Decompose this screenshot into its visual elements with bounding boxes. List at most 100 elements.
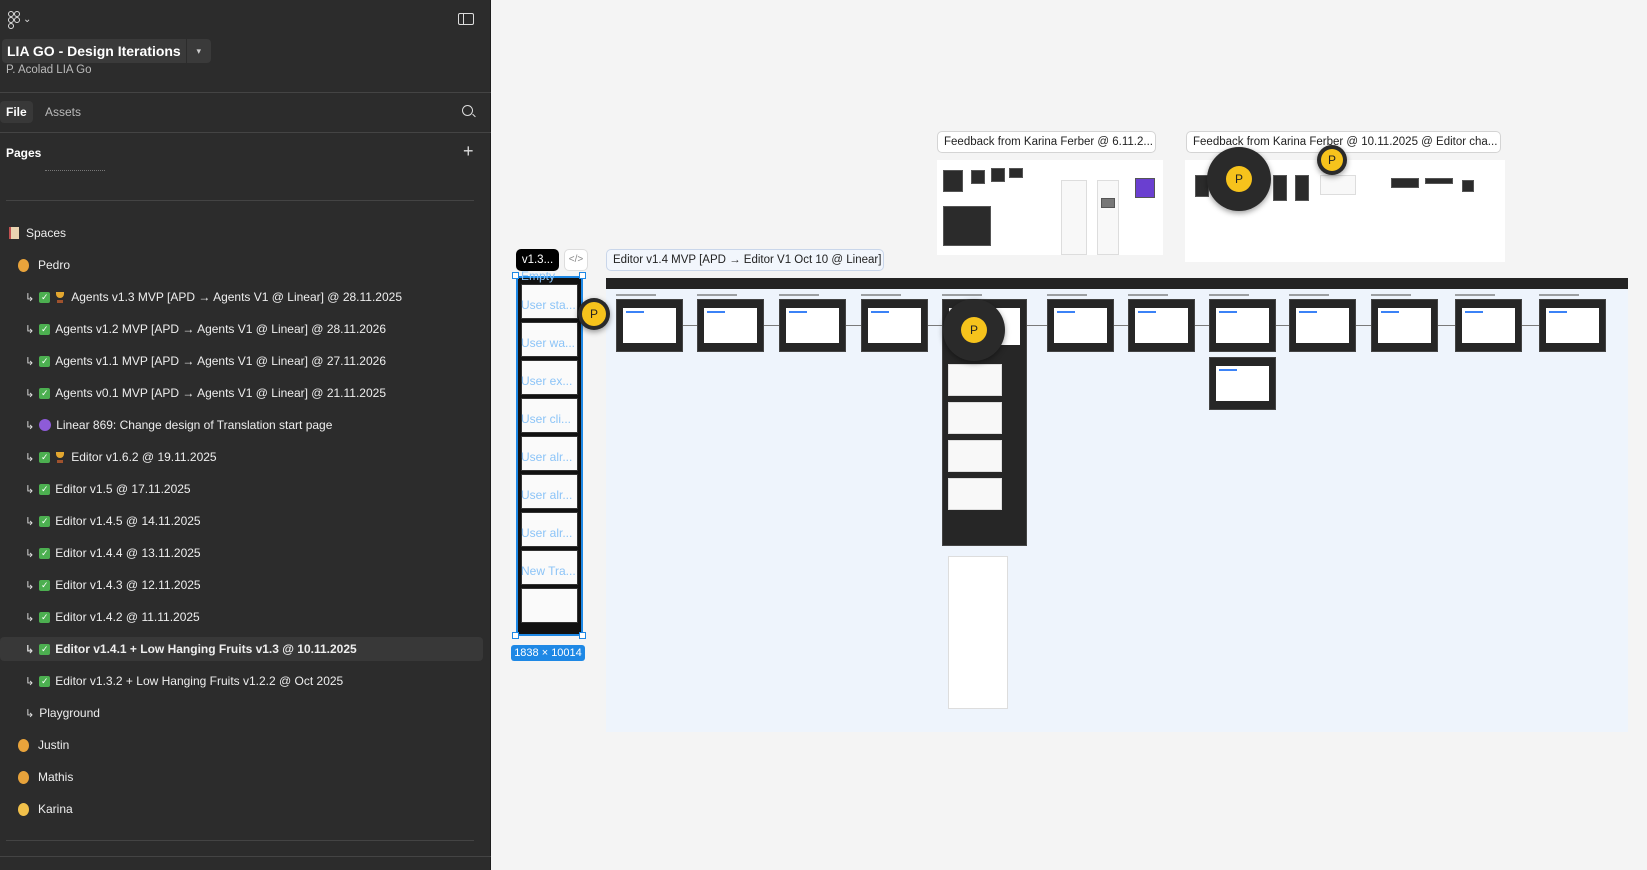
checkmark-icon: ✓ [39,643,51,655]
resize-handle[interactable] [512,632,519,639]
flow-connector [1195,325,1209,326]
subpage-arrow-icon: ↳ [25,291,35,304]
page-item[interactable]: ↳✓Agents v1.1 MVP [APD → Agents V1 @ Lin… [0,349,483,373]
subpage-arrow-icon: ↳ [25,579,35,592]
flow-screen-frame[interactable] [1289,299,1356,352]
search-icon[interactable] [462,105,473,116]
frame-stack[interactable] [948,556,1008,709]
flow-screen-frame[interactable] [697,299,764,352]
page-item[interactable]: Mathis [0,765,483,789]
file-title[interactable]: LIA GO - Design Iterations [2,39,187,63]
page-item-label: Agents v1.1 MVP [APD → Agents V1 @ Linea… [55,354,386,368]
screen-thumbnail[interactable] [521,322,578,357]
editor-flow-section[interactable] [606,278,1628,732]
collaborator-cursor-avatar[interactable]: P [1317,145,1347,175]
page-item[interactable]: ↳Playground [0,701,483,725]
frame-name-label: User alr... [521,526,573,540]
collaborator-cursor-avatar[interactable]: P [578,298,610,330]
page-item[interactable]: Justin [0,733,483,757]
file-title-box[interactable]: LIA GO - Design Iterations ▾ [2,39,211,63]
page-item-label: Editor v1.4.4 @ 13.11.2025 [55,546,201,560]
flow-screen-frame[interactable] [948,440,1002,472]
linear-icon [39,419,52,431]
page-item-label: Playground [39,706,100,720]
page-item[interactable]: ↳✓Editor v1.4.1 + Low Hanging Fruits v1.… [0,637,483,661]
toggle-sidebar-icon[interactable] [458,13,474,25]
person-blond-icon [18,802,29,816]
add-page-icon[interactable]: + [463,141,474,161]
flow-screen-frame[interactable] [948,402,1002,434]
frame-name-label: New Tra... [521,564,576,578]
project-name[interactable]: P. Acolad LIA Go [6,64,92,76]
collaborator-cursor-avatar[interactable]: P [943,299,1005,361]
resize-handle[interactable] [512,272,519,279]
flow-screen-frame[interactable] [1209,299,1276,352]
screen-thumbnail[interactable] [521,360,578,395]
page-item[interactable]: ↳✓Agents v0.1 MVP [APD → Agents V1 @ Lin… [0,381,483,405]
frame-name-label: User wa... [521,336,576,350]
page-item[interactable]: ↳✓Editor v1.4.5 @ 14.11.2025 [0,509,483,533]
collaborator-cursor-avatar[interactable]: P [1207,147,1271,211]
screen-thumbnail[interactable] [521,512,578,547]
feedback-frame-1[interactable] [937,160,1163,255]
page-item[interactable]: ↳✓Editor v1.4.4 @ 13.11.2025 [0,541,483,565]
page-item[interactable]: Karina [0,797,483,821]
selected-frame-name[interactable]: v1.3... [516,249,559,271]
frame-label-feedback-1[interactable]: Feedback from Karina Ferber @ 6.11.2... [937,131,1156,153]
checkmark-icon: ✓ [39,451,51,463]
screen-thumbnail[interactable] [521,398,578,433]
notebook-icon [9,227,19,239]
flow-screen-frame[interactable] [1209,357,1276,410]
frame-label-feedback-2[interactable]: Feedback from Karina Ferber @ 10.11.2025… [1186,131,1501,153]
page-item[interactable]: ↳✓Editor v1.4.3 @ 12.11.2025 [0,573,483,597]
flow-screen-frame[interactable] [1539,299,1606,352]
page-item[interactable]: ↳✓Agents v1.3 MVP [APD → Agents V1 @ Lin… [0,285,483,309]
chevron-down-icon[interactable]: ▾ [196,45,201,56]
page-item[interactable]: Pedro [0,253,483,277]
resize-handle[interactable] [579,272,586,279]
flow-screen-frame[interactable] [1455,299,1522,352]
flow-screen-frame[interactable] [779,299,846,352]
screen-thumbnail[interactable] [521,436,578,471]
page-item[interactable]: ↳Linear 869: Change design of Translatio… [0,413,483,437]
screen-thumbnail[interactable] [521,284,578,319]
flow-screen-frame[interactable] [616,299,683,352]
frame-name-label: User sta... [521,298,576,312]
section-label[interactable]: Editor v1.4 MVP [APD → Editor V1 Oct 10 … [606,249,884,271]
flow-screen-frame[interactable] [1128,299,1195,352]
page-item[interactable]: ↳✓Editor v1.3.2 + Low Hanging Fruits v1.… [0,669,483,693]
subpage-arrow-icon: ↳ [25,643,35,656]
page-item[interactable]: ↳✓Editor v1.6.2 @ 19.11.2025 [0,445,483,469]
divider [0,92,491,93]
screen-thumbnail[interactable] [521,474,578,509]
flow-screen-frame[interactable] [1047,299,1114,352]
flow-screen-frame[interactable] [1371,299,1438,352]
main-menu-button[interactable]: ⌄ [8,10,38,29]
flow-screen-frame[interactable] [948,478,1002,510]
resize-handle[interactable] [579,632,586,639]
page-item[interactable]: Spaces [0,221,483,245]
tab-file[interactable]: File [0,101,33,123]
page-item-label: Agents v1.3 MVP [APD → Agents V1 @ Linea… [71,290,402,304]
subpage-arrow-icon: ↳ [25,451,35,464]
page-item[interactable]: ↳✓Editor v1.4.2 @ 11.11.2025 [0,605,483,629]
screen-thumbnail[interactable] [521,550,578,585]
checkmark-icon: ✓ [39,611,51,623]
figma-logo-icon [8,10,20,29]
screen-thumbnail[interactable] [521,588,578,623]
frame-caption [1047,294,1087,296]
checkmark-icon: ✓ [39,355,51,367]
flow-connector [683,325,697,326]
page-item[interactable]: ↳✓Agents v1.2 MVP [APD → Agents V1 @ Lin… [0,317,483,341]
flow-screen-frame[interactable] [861,299,928,352]
flow-connector [1027,325,1047,326]
frame-caption [779,294,819,296]
pages-heading: Pages [6,146,42,160]
tab-assets[interactable]: Assets [45,105,82,119]
frame-caption [1371,294,1411,296]
page-item[interactable]: ↳✓Editor v1.5 @ 17.11.2025 [0,477,483,501]
flow-screen-frame[interactable] [948,364,1002,396]
page-item-label: Editor v1.5 @ 17.11.2025 [55,482,191,496]
code-view-button[interactable]: </> [564,249,588,271]
